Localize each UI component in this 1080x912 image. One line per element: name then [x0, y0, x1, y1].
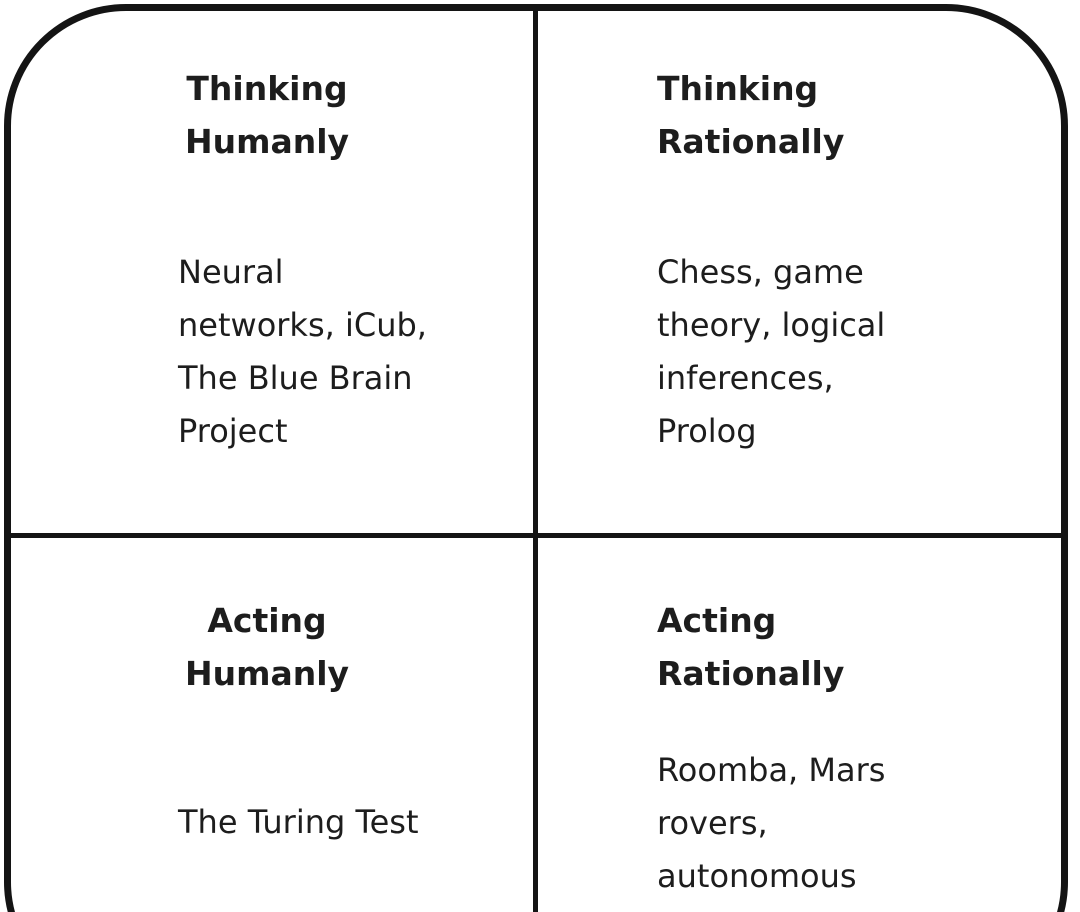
quadrant-thinking-rationally: Thinking Rationally Chess, game theory, …: [538, 0, 1080, 533]
vertical-divider: [533, 4, 538, 912]
quadrant-body-acting-rationally: Roomba, Mars rovers, autonomous: [657, 751, 886, 895]
quadrant-body-thinking-rationally: Chess, game theory, logical inferences, …: [657, 253, 886, 450]
quadrant-heading-thinking-rationally: Thinking Rationally: [657, 69, 845, 161]
quadrant-heading-acting-humanly: Acting Humanly: [184, 601, 350, 693]
quadrant-body-acting-humanly: The Turing Test: [178, 803, 419, 841]
quadrant-acting-rationally: Acting Rationally Roomba, Mars rovers, a…: [538, 538, 1080, 912]
quadrant-heading-acting-rationally: Acting Rationally: [657, 601, 845, 693]
quadrant-heading-thinking-humanly: Thinking Humanly: [184, 69, 350, 161]
horizontal-divider: [4, 533, 1068, 538]
quadrant-thinking-humanly: Thinking Humanly Neural networks, iCub, …: [0, 0, 533, 533]
quadrant-acting-humanly: Acting Humanly The Turing Test: [0, 538, 533, 912]
quadrant-body-thinking-humanly: Neural networks, iCub, The Blue Brain Pr…: [178, 253, 427, 450]
